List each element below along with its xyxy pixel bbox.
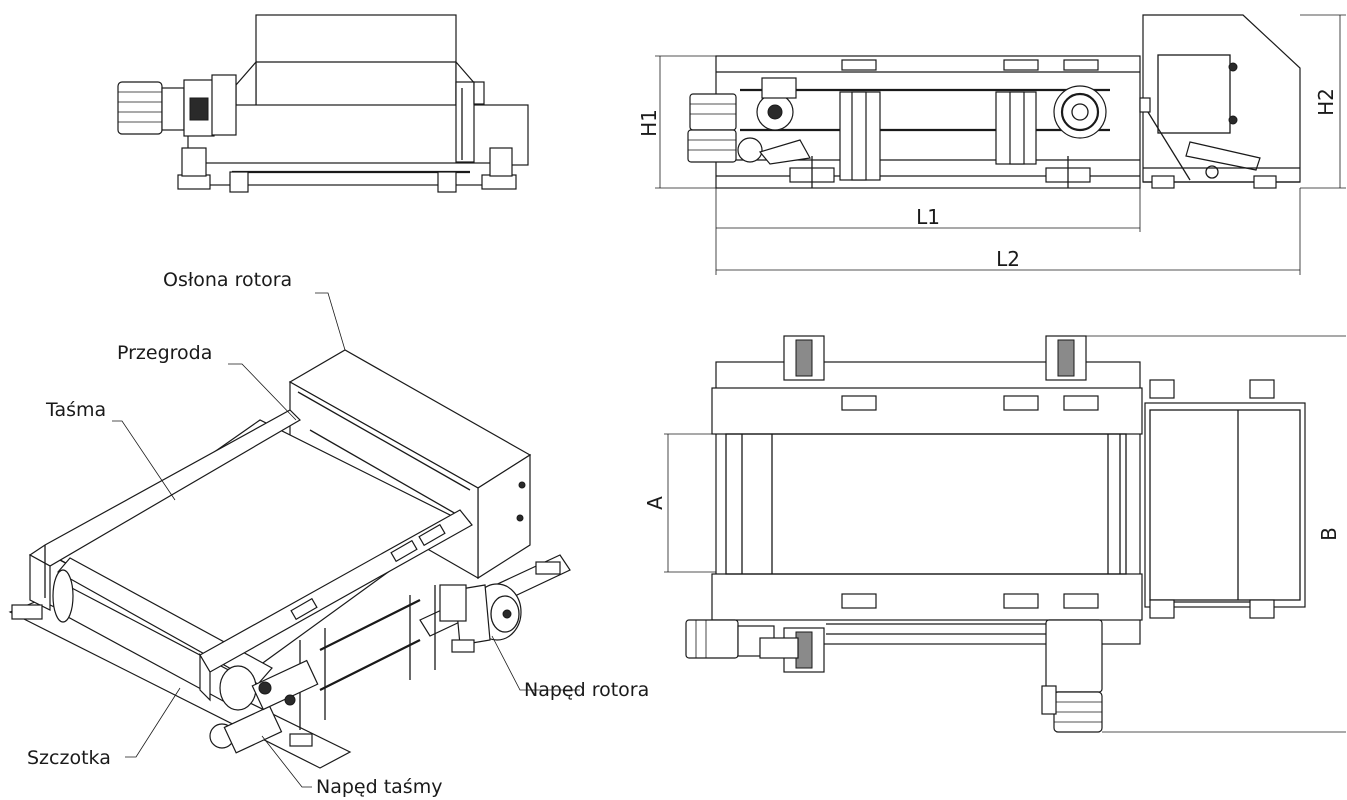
dim-l1: L1 <box>916 205 940 229</box>
top-drive <box>685 619 799 659</box>
label-tasma: Taśma <box>45 399 106 421</box>
top-rotor-motor <box>1041 619 1103 733</box>
side-dimensions <box>655 14 1346 275</box>
dim-b: B <box>1317 527 1341 541</box>
label-naped-rotora: Napęd rotora <box>524 679 649 701</box>
label-przegroda: Przegroda <box>117 342 212 364</box>
top-dimensions <box>664 335 1346 733</box>
leader-lines <box>112 292 580 788</box>
iso-rotor-motor <box>439 583 522 646</box>
isometric-view <box>8 349 571 769</box>
dim-l2: L2 <box>996 247 1020 271</box>
iso-belt-drive <box>209 659 319 754</box>
top-view <box>685 335 1306 733</box>
dim-h2: H2 <box>1314 88 1338 116</box>
dim-a: A <box>643 496 667 510</box>
side-drive <box>687 77 811 165</box>
label-naped-tasmy: Napęd taśmy <box>316 776 442 798</box>
label-oslona-rotora: Osłona rotora <box>163 269 292 291</box>
side-view <box>687 14 1301 189</box>
front-view <box>117 14 529 193</box>
label-szczotka: Szczotka <box>27 747 111 769</box>
dim-h1: H1 <box>637 109 661 137</box>
front-motor <box>117 74 237 137</box>
